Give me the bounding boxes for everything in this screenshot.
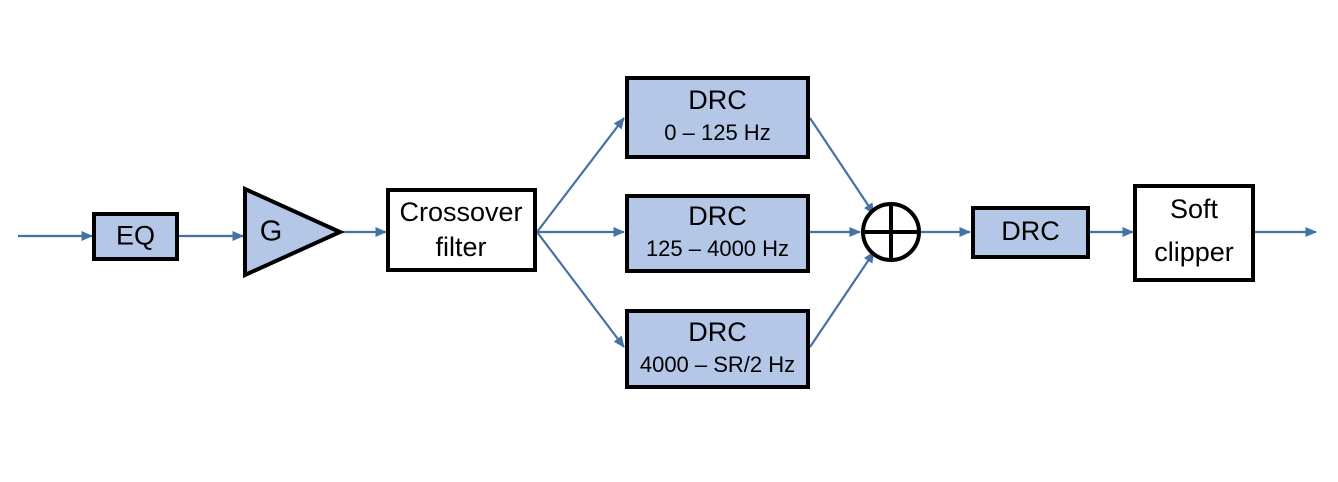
connector-crossover-to-drc-low: [536, 117, 625, 233]
block-gain-shape: [243, 185, 345, 279]
block-soft-clipper[interactable]: Soft clipper: [1133, 184, 1255, 282]
block-drc-low-band-title: DRC: [688, 85, 747, 115]
block-drc-output-label: DRC: [1001, 216, 1060, 246]
block-drc-low-band[interactable]: DRC 0 – 125 Hz: [625, 76, 810, 159]
block-drc-mid-band-range: 125 – 4000 Hz: [646, 236, 789, 261]
block-gain-amplifier[interactable]: G: [243, 185, 345, 279]
block-crossover-filter-label-line1: Crossover: [399, 197, 522, 227]
block-drc-output[interactable]: DRC: [971, 206, 1090, 259]
connector-drc-high-to-summer: [809, 251, 875, 348]
block-soft-clipper-label-line2: clipper: [1154, 237, 1234, 267]
block-crossover-filter-label-line2: filter: [435, 232, 486, 262]
block-eq-shape: [92, 212, 179, 261]
block-gain-label: G: [260, 216, 283, 248]
connector-crossover-to-drc-high: [536, 231, 625, 348]
block-soft-clipper-label-line1: Soft: [1170, 194, 1219, 224]
block-crossover-filter-shape: [386, 188, 537, 272]
block-drc-high-band-title: DRC: [688, 317, 747, 347]
block-drc-high-band-range: 4000 – SR/2 Hz: [640, 352, 795, 377]
block-crossover-filter[interactable]: Crossover filter: [386, 188, 537, 272]
block-drc-mid-band[interactable]: DRC 125 – 4000 Hz: [625, 194, 810, 273]
block-drc-low-band-shape: [625, 76, 810, 159]
connector-drc-low-to-summer: [809, 117, 875, 215]
block-drc-mid-band-shape: [625, 194, 810, 273]
block-drc-mid-band-title: DRC: [688, 201, 747, 231]
block-eq-label: EQ: [116, 221, 155, 251]
summing-junction-icon[interactable]: [861, 202, 921, 262]
block-drc-low-band-range: 0 – 125 Hz: [664, 120, 770, 145]
block-drc-output-shape: [971, 206, 1090, 259]
block-drc-high-band-shape: [625, 309, 810, 389]
block-soft-clipper-shape: [1133, 184, 1255, 282]
block-drc-high-band[interactable]: DRC 4000 – SR/2 Hz: [625, 309, 810, 389]
block-eq[interactable]: EQ: [92, 212, 179, 261]
connector-layer: [18, 117, 1317, 348]
